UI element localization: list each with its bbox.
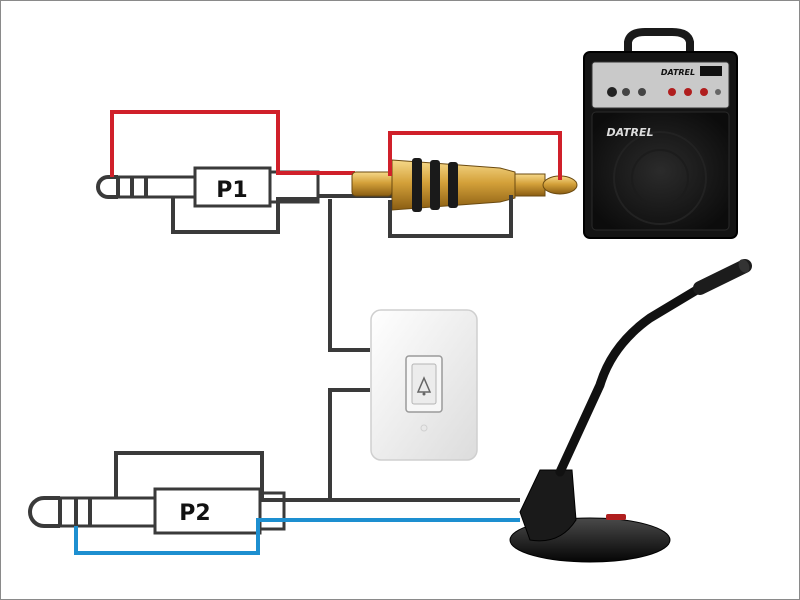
- wall-switch-icon: [370, 309, 478, 461]
- microphone-icon: [509, 259, 752, 563]
- p2-label: P2: [179, 501, 210, 526]
- bell-icon: [416, 376, 432, 393]
- p2-blue-wire: [74, 518, 520, 555]
- rca-red-wire: [388, 131, 562, 180]
- p2-tip: [28, 496, 60, 528]
- amplifier-icon: DATREL DATREL: [583, 28, 738, 239]
- p1-tip: [96, 175, 118, 199]
- p1-label: P1: [216, 178, 247, 203]
- p1-body: [193, 166, 272, 208]
- switch-out-wire: [328, 388, 370, 500]
- p2-plug-icon: [28, 487, 286, 535]
- amp-brand: DATREL: [606, 126, 653, 139]
- p2-body: [153, 487, 262, 535]
- p1-red-wire: [110, 110, 355, 177]
- rca-ground-wire: [388, 195, 513, 238]
- amp-speaker-grille: [591, 111, 730, 231]
- amp-panel-brand: DATREL: [661, 68, 695, 77]
- amp-control-panel: [591, 61, 730, 109]
- switch-in-wire: [328, 199, 370, 352]
- p2-ground-wire: [114, 451, 520, 502]
- rca-plug-icon: [351, 158, 578, 212]
- p1-plug-icon: [96, 166, 320, 208]
- p1-ground-wire: [171, 197, 318, 234]
